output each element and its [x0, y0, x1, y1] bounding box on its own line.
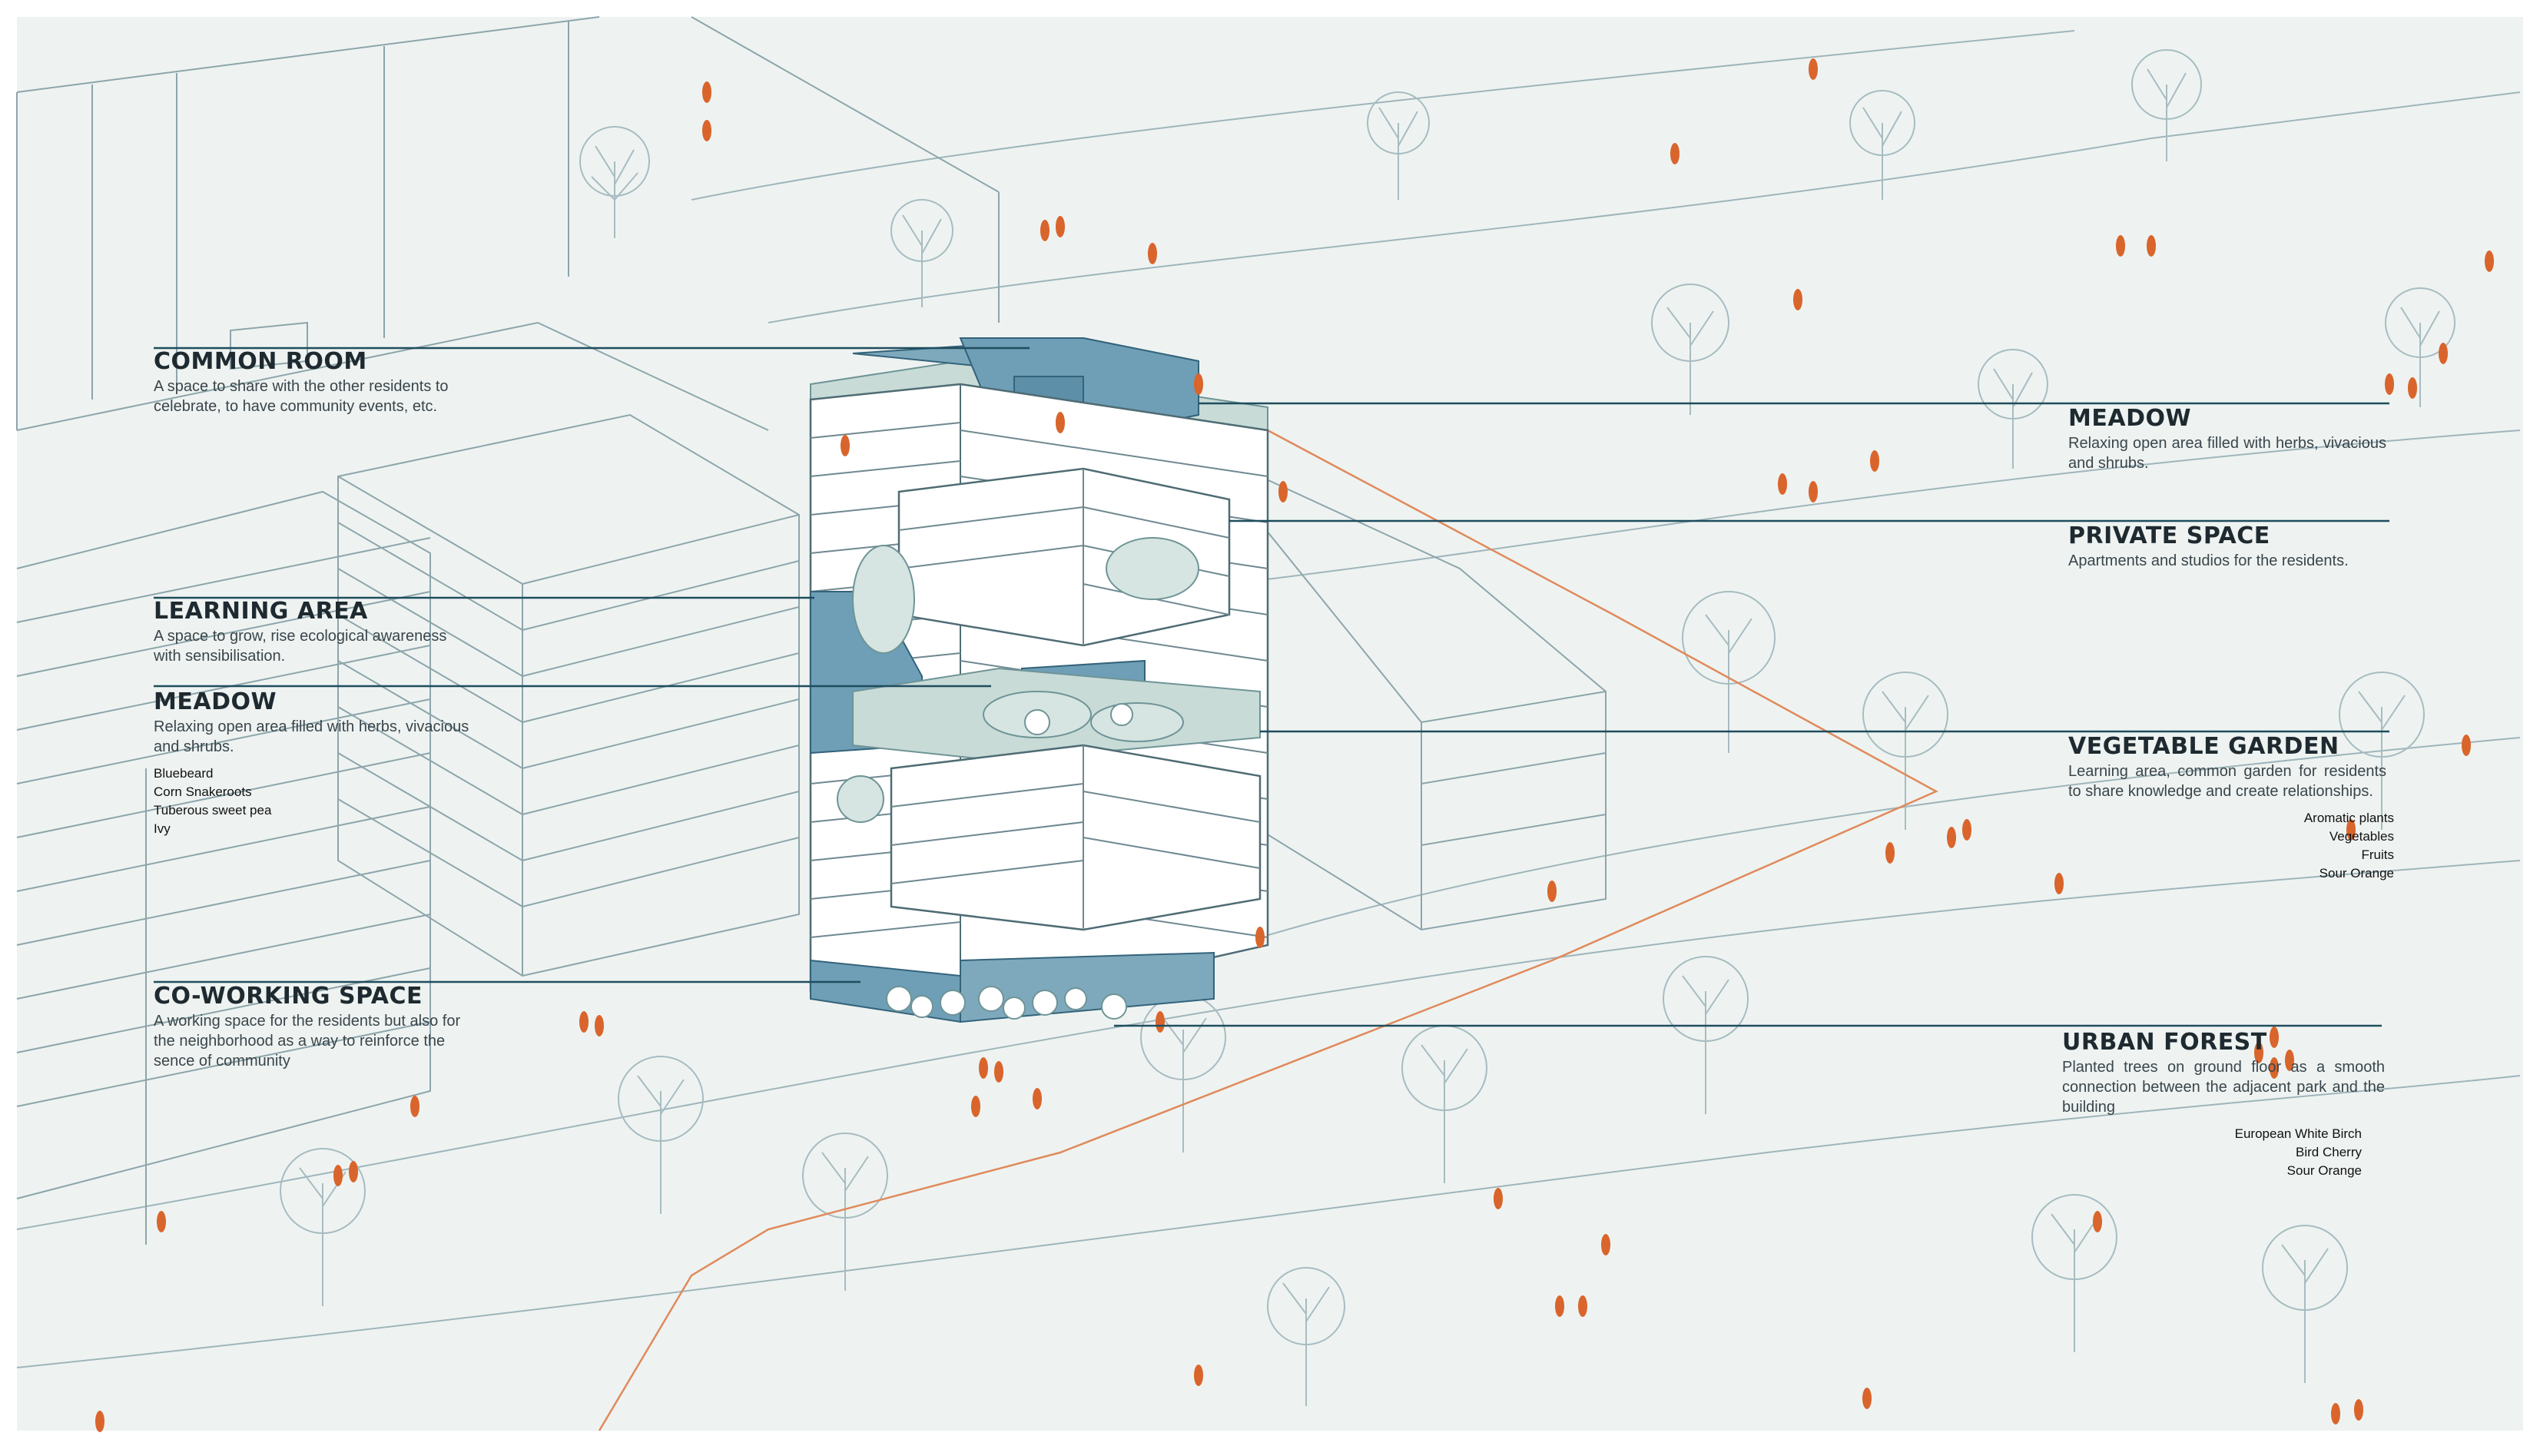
label-title: MEADOW	[2068, 405, 2192, 432]
plant-list: Aromatic plants Vegetables Fruits Sour O…	[2068, 809, 2394, 883]
list-item: European White Birch	[2234, 1126, 2362, 1141]
site-path	[598, 429, 1938, 1431]
label-meadow-right: MEADOW Relaxing open area filled with he…	[2068, 406, 2386, 473]
list-item: Aromatic plants	[2303, 811, 2394, 825]
label-description: Planted trees on ground floor as a smoot…	[2062, 1059, 2385, 1116]
label-title: URBAN FOREST	[2062, 1029, 2267, 1056]
list-item: Tuberous sweet pea	[154, 803, 272, 818]
list-item: Vegetables	[2329, 829, 2394, 844]
leader-lines	[154, 347, 2389, 1027]
central-tower	[809, 337, 1269, 1023]
label-description: Relaxing open area filled with herbs, vi…	[2068, 435, 2386, 472]
label-title: COMMON ROOM	[154, 348, 367, 375]
label-coworking-space: CO-WORKING SPACE A working space for the…	[154, 983, 476, 1071]
label-title: MEADOW	[154, 688, 277, 715]
label-vegetable-garden: VEGETABLE GARDEN Learning area, common g…	[2068, 733, 2394, 883]
list-item: Sour Orange	[2286, 1163, 2362, 1178]
label-description: A space to share with the other resident…	[154, 378, 449, 415]
list-item: Bluebeard	[154, 766, 214, 781]
label-title: PRIVATE SPACE	[2068, 522, 2270, 549]
label-private-space: PRIVATE SPACE Apartments and studios for…	[2068, 523, 2386, 571]
diagram-background	[17, 17, 2523, 1431]
label-description: A space to grow, rise ecological awarene…	[154, 628, 447, 665]
label-title: VEGETABLE GARDEN	[2068, 733, 2339, 760]
list-item: Corn Snakeroots	[154, 784, 252, 799]
people	[95, 58, 2494, 1432]
list-item: Sour Orange	[2319, 866, 2394, 881]
trees	[280, 49, 2455, 1406]
label-learning-area: LEARNING AREA A space to grow, rise ecol…	[154, 599, 476, 666]
label-title: LEARNING AREA	[154, 598, 368, 625]
label-common-room: COMMON ROOM A space to share with the ot…	[154, 349, 476, 416]
label-meadow-left: MEADOW Relaxing open area filled with he…	[154, 689, 476, 838]
label-urban-forest: URBAN FOREST Planted trees on ground flo…	[2062, 1030, 2385, 1180]
plant-list: Bluebeard Corn Snakeroots Tuberous sweet…	[154, 764, 476, 838]
list-item: Bird Cherry	[2296, 1145, 2362, 1159]
label-description: Relaxing open area filled with herbs, vi…	[154, 718, 469, 755]
label-description: Learning area, common garden for residen…	[2068, 763, 2386, 800]
label-description: A working space for the residents but al…	[154, 1013, 461, 1070]
background-buildings	[16, 16, 1607, 1245]
list-item: Fruits	[2361, 847, 2395, 862]
label-title: CO-WORKING SPACE	[154, 983, 423, 1010]
list-item: Ivy	[154, 821, 171, 836]
label-description: Apartments and studios for the residents…	[2068, 552, 2349, 569]
plant-list: European White Birch Bird Cherry Sour Or…	[2062, 1125, 2362, 1180]
